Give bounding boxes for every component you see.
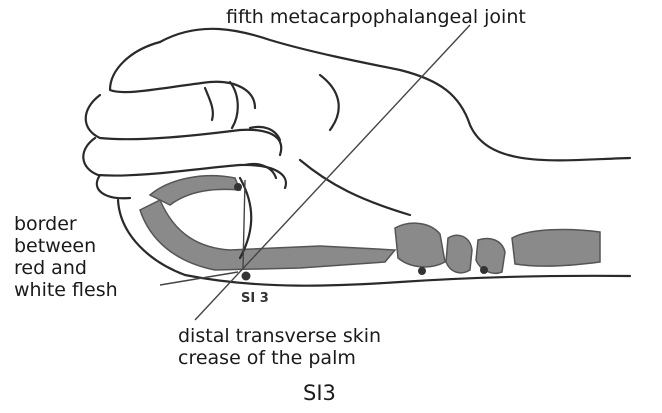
label-border-red-white-flesh: border between red and white flesh [14,213,118,301]
forearm-bone-1 [476,239,505,274]
leader-border [160,272,238,285]
middle-finger [86,95,281,155]
wrist-bone-1 [395,223,445,267]
marker-si3 [242,272,251,281]
label-distal-transverse-crease: distal transverse skin crease of the pal… [178,325,381,369]
palm-crease [300,160,410,215]
little-finger [97,175,130,198]
index-finger [110,42,255,108]
knuckle-line [320,75,339,130]
label-point-si3: SI 3 [241,291,269,306]
forearm-bone-2 [512,230,600,267]
marker-wrist-2 [480,266,488,274]
hand-bones [140,176,600,274]
marker-wrist-1 [418,267,426,275]
label-fifth-mcp-joint: fifth metacarpophalangeal joint [226,6,526,28]
thumb-bone [150,176,240,205]
wrist-bone-2 [446,235,472,273]
back-of-hand [160,29,630,161]
figure-caption: SI3 [303,381,336,405]
finger-nail-1 [250,127,280,140]
marker-joint [234,183,242,191]
finger-crease-2 [230,82,238,128]
thumb-web [240,178,251,258]
leader-fifth-joint [195,25,470,320]
finger-crease-1 [205,88,213,120]
metacarpal-bone [140,200,395,270]
